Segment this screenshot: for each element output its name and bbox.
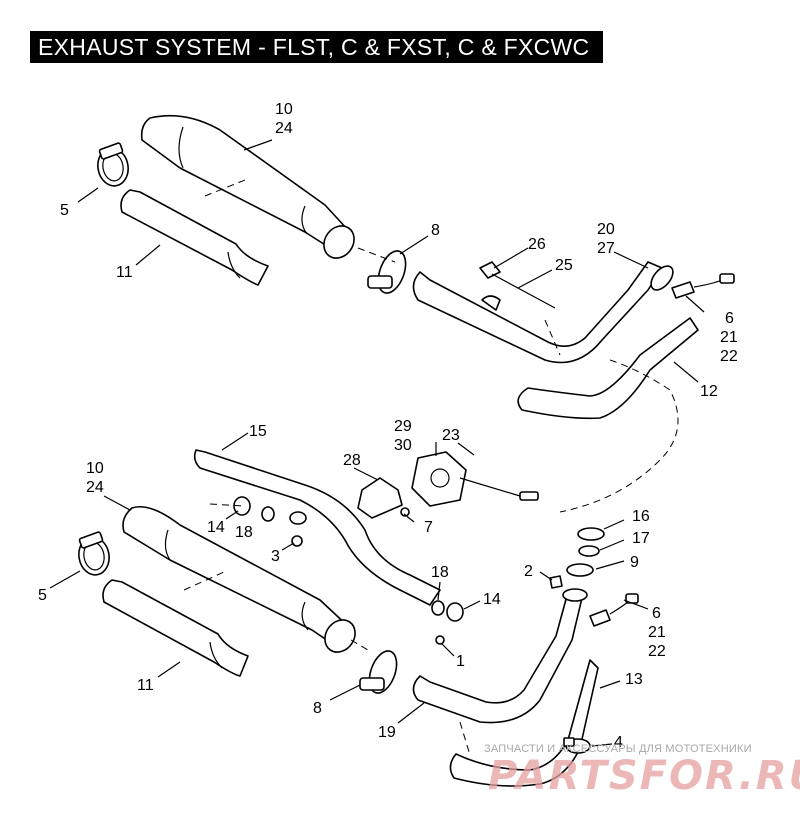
callout-2: 2: [524, 563, 533, 580]
callout-5-lower: 5: [38, 587, 47, 604]
callout-29: 29: [394, 418, 412, 435]
callout-11-upper: 11: [116, 264, 133, 281]
callout-26: 26: [528, 236, 546, 253]
callout-8-lower: 8: [313, 700, 322, 717]
callout-21-lower: 21: [648, 624, 666, 641]
lower-heat-shield-13: [449, 659, 599, 787]
upper-clamp-8: [367, 250, 407, 294]
callout-13: 13: [625, 671, 643, 688]
callout-22-upper: 22: [720, 348, 738, 365]
lower-heat-shield-11: [102, 579, 249, 677]
upper-heat-shield-11: [120, 189, 269, 286]
callout-27: 27: [597, 240, 615, 257]
callout-labels: 10 24 5 11 8 26 25 20 27 6 21 22 12 15 2…: [38, 101, 738, 751]
upper-heat-shield-12: [517, 317, 699, 420]
callout-24-lower: 24: [86, 479, 104, 496]
callout-9: 9: [630, 554, 639, 571]
callout-14-left: 14: [207, 519, 225, 536]
callout-16: 16: [632, 508, 650, 525]
lower-gaskets: [549, 527, 605, 589]
callout-17: 17: [632, 530, 650, 547]
watermark-text: ЗАПЧАСТИ И АКСЕССУАРЫ ДЛЯ МОТОТЕХНИКИ: [484, 743, 752, 755]
callout-10-upper: 10: [275, 101, 293, 118]
upper-muffler: [140, 114, 355, 259]
callout-14-right: 14: [483, 591, 501, 608]
callout-1: 1: [456, 653, 465, 670]
callout-19: 19: [378, 724, 396, 741]
lower-clamp-5: [78, 531, 110, 576]
callout-15: 15: [249, 423, 267, 440]
callout-10-lower: 10: [86, 460, 104, 477]
callout-22-lower: 22: [648, 643, 666, 660]
center-lines: [183, 179, 679, 756]
upper-o2-sensor: [671, 273, 735, 299]
actuator-29-30: [411, 451, 539, 507]
callout-3: 3: [271, 548, 280, 565]
callout-8-upper: 8: [431, 222, 440, 239]
bracket-28: [357, 477, 403, 519]
clamp-4: [563, 737, 591, 754]
watermark-logo: PARTSFOR.RU: [488, 753, 800, 799]
upper-clamp-5: [97, 142, 129, 187]
bracket-26-rod-25: [479, 261, 556, 311]
callout-11-lower: 11: [137, 677, 154, 694]
callout-4: 4: [614, 734, 623, 751]
callout-12: 12: [700, 383, 718, 400]
diagram-title: EXHAUST SYSTEM - FLST, C & FXST, C & FXC…: [30, 31, 604, 63]
callout-20: 20: [597, 221, 615, 238]
callout-21-upper: 21: [720, 329, 738, 346]
upper-header-pipe: [412, 261, 674, 364]
lower-o2-sensor: [589, 593, 639, 627]
callout-18-right: 18: [431, 564, 449, 581]
lower-clamp-8: [359, 650, 398, 694]
lower-muffler: [122, 506, 356, 653]
callout-23: 23: [442, 427, 460, 444]
mounting-rail-15: [193, 449, 441, 606]
callout-18-left: 18: [235, 524, 253, 541]
callout-5-upper: 5: [60, 202, 69, 219]
callout-6-lower: 6: [652, 605, 661, 622]
callout-28: 28: [343, 452, 361, 469]
callout-30: 30: [394, 437, 412, 454]
lower-header-pipe-19: [412, 588, 588, 724]
callout-25: 25: [555, 257, 573, 274]
callout-24-upper: 24: [275, 120, 293, 137]
leader-lines: [49, 139, 705, 747]
lower-small-parts: [233, 496, 464, 645]
callout-7: 7: [424, 519, 433, 536]
callout-6-upper: 6: [725, 310, 734, 327]
